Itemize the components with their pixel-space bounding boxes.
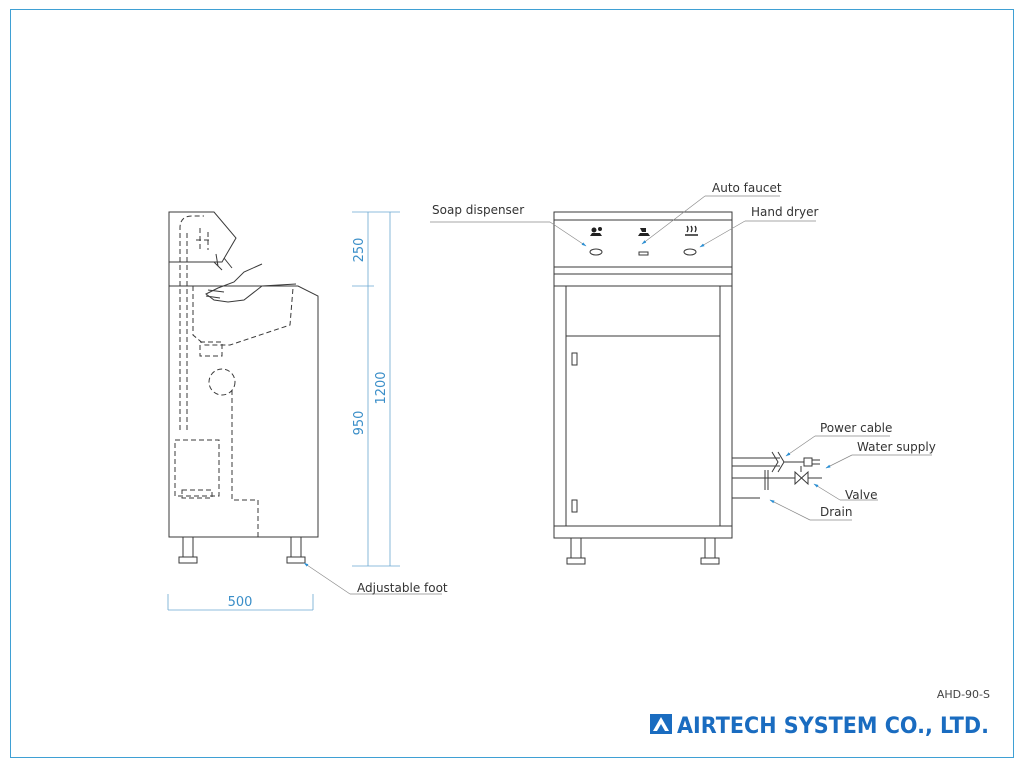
company-name: AIRTECH SYSTEM CO., LTD.	[677, 714, 989, 739]
dim-width: 500	[228, 595, 253, 610]
side-view: 250 950 1200 500 Adjustable foot	[167, 211, 448, 611]
dryer-icon	[685, 225, 698, 236]
label-hand-dryer: Hand dryer	[751, 205, 818, 219]
soap-icon	[590, 227, 602, 236]
drawing-frame	[10, 9, 1014, 758]
label-auto-faucet: Auto faucet	[712, 181, 782, 195]
label-valve: Valve	[845, 488, 877, 502]
label-soap-dispenser: Soap dispenser	[432, 203, 524, 217]
model-number: AHD-90-S	[937, 688, 990, 701]
dim-upper: 250	[352, 238, 367, 263]
front-view: Soap dispenser Auto faucet Hand dryer Po…	[430, 181, 936, 565]
dim-lower: 950	[352, 411, 367, 436]
faucet-icon	[638, 228, 650, 236]
label-adjustable-foot: Adjustable foot	[357, 581, 448, 595]
label-drain: Drain	[820, 505, 852, 519]
airtech-triangle-logo	[650, 714, 672, 734]
dim-total: 1200	[374, 371, 389, 404]
label-water-supply: Water supply	[857, 440, 936, 454]
label-power-cable: Power cable	[820, 421, 892, 435]
